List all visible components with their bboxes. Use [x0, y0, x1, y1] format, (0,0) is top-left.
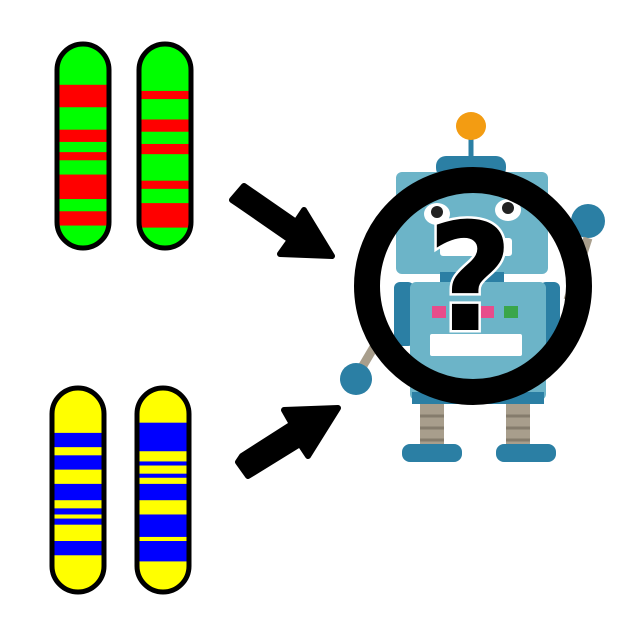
question-ring: [354, 167, 592, 405]
robot-button-green: [504, 306, 518, 318]
robot-shoulder-left: [394, 282, 414, 346]
robot-antenna-ball: [456, 112, 486, 140]
yellow-chromosome-left-band-3: [52, 483, 104, 501]
yellow-chromosome-right-band-1: [137, 422, 189, 452]
robot-right-foot: [496, 444, 556, 462]
green-chromosome-left-band-4: [57, 174, 109, 200]
robot-mouth: [440, 238, 512, 256]
green-chromosome-right-band-1: [139, 90, 191, 100]
question-overlay: ?: [354, 167, 592, 405]
robot-right-hand: [571, 204, 605, 238]
green-chromosome-left-band-5: [57, 211, 109, 226]
green-chromosome-left-band-1: [57, 84, 109, 108]
robot-neck: [440, 272, 504, 284]
robot-left-hand: [340, 363, 372, 395]
arrow-bottom: [235, 405, 341, 479]
robot-button-pink-1: [432, 306, 446, 318]
green-chromosome-left-band-3: [57, 152, 109, 161]
green-chromosome-right-band-2: [139, 119, 191, 132]
yellow-chromosome-right-band-4: [137, 483, 189, 501]
yellow-chromosome-left-outline: [49, 385, 107, 595]
question-mark: ?: [426, 192, 513, 366]
yellow-chromosome-right: [134, 385, 192, 595]
yellow-chromosome-left-band-5: [52, 518, 104, 525]
yellow-chromosome-right-band-3: [137, 473, 189, 478]
robot-left-pupil: [431, 206, 443, 218]
green-chromosome-right-band-3: [139, 143, 191, 155]
green-chromosome-right-outline: [136, 41, 194, 251]
arrow-top: [229, 183, 335, 259]
robot-illustration: [340, 112, 605, 462]
robot-left-foot: [402, 444, 462, 462]
yellow-chromosome-left-band-6: [52, 541, 104, 556]
yellow-chromosome-left-band-4: [52, 508, 104, 515]
yellow-chromosome-left-band-2: [52, 455, 104, 470]
robot-right-pupil: [502, 202, 514, 214]
green-chromosome-left-band-2: [57, 129, 109, 142]
yellow-chromosome-right-band-2: [137, 461, 189, 466]
robot-button-pink-2: [480, 306, 494, 318]
yellow-chromosome-right-band-6: [137, 541, 189, 562]
green-chromosome-right-band-4: [139, 180, 191, 189]
yellow-chromosome-left: [49, 385, 107, 595]
green-chromosome-left-outline: [54, 41, 112, 251]
yellow-chromosome-right-band-5: [137, 514, 189, 537]
green-chromosome-left: [54, 41, 112, 251]
yellow-chromosome-right-outline: [134, 385, 192, 595]
yellow-chromosome-left-band-1: [52, 432, 104, 448]
green-chromosome-right-band-5: [139, 203, 191, 228]
robot-chest-panel: [430, 334, 522, 356]
robot-button-orange: [456, 306, 470, 318]
green-chromosome-right: [136, 41, 194, 251]
